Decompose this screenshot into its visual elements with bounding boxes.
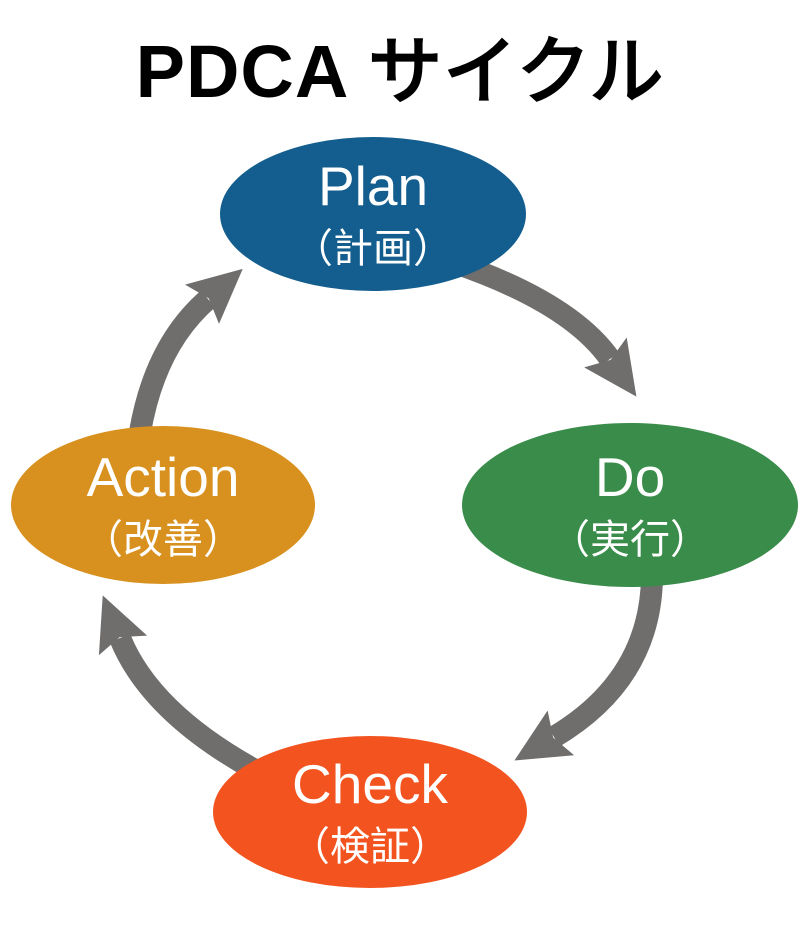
curved-arrow-icon <box>514 577 663 761</box>
arrow-plan-to-do <box>448 251 637 397</box>
arrow-action-to-plan <box>129 268 243 434</box>
arrow-do-to-check <box>514 577 663 761</box>
curved-arrow-icon <box>98 595 261 780</box>
plan-sublabel: （計画） <box>293 227 453 271</box>
curved-arrow-icon <box>129 268 243 434</box>
node-action: Action （改善） <box>11 426 315 584</box>
plan-ellipse <box>220 137 526 291</box>
arrow-check-to-action <box>98 595 261 780</box>
node-plan: Plan （計画） <box>220 137 526 291</box>
curved-arrow-icon <box>448 251 637 397</box>
do-ellipse <box>462 423 798 587</box>
action-ellipse <box>11 426 315 584</box>
node-do: Do （実行） <box>462 423 798 587</box>
do-label: Do <box>595 446 665 508</box>
check-sublabel: （検証） <box>290 825 450 869</box>
check-label: Check <box>292 753 448 815</box>
action-sublabel: （改善） <box>83 518 243 562</box>
check-ellipse <box>213 736 527 888</box>
plan-label: Plan <box>318 155 428 217</box>
action-label: Action <box>87 446 240 508</box>
diagram-title: PDCA サイクル <box>136 30 665 113</box>
do-sublabel: （実行） <box>550 518 710 562</box>
node-check: Check （検証） <box>213 736 527 888</box>
